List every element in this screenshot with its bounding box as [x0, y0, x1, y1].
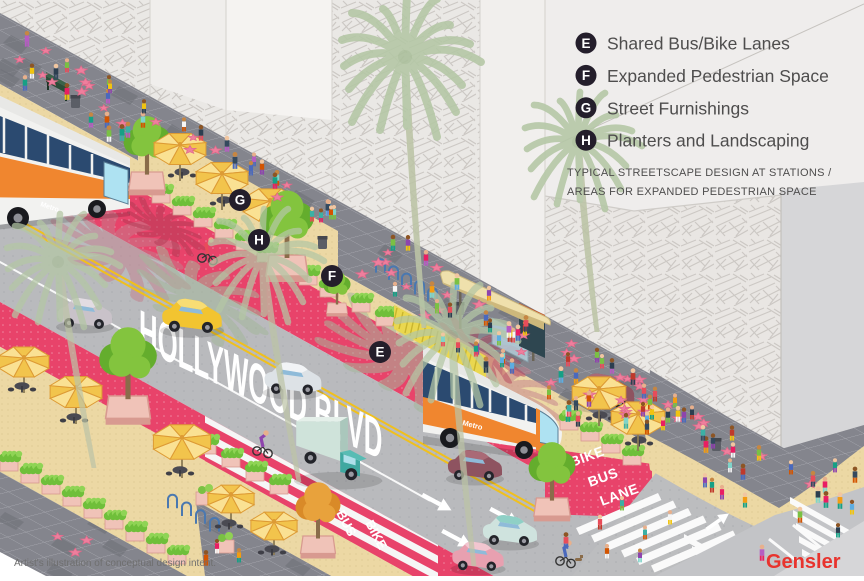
svg-text:H: H	[254, 233, 264, 248]
svg-text:TYPICAL STREETSCAPE DESIGN AT: TYPICAL STREETSCAPE DESIGN AT STATIONS /	[567, 167, 832, 179]
svg-text:Artist's illustration of conce: Artist's illustration of conceptual desi…	[14, 558, 216, 569]
svg-text:G: G	[581, 101, 592, 116]
svg-text:G: G	[235, 193, 246, 208]
svg-text:Street Furnishings: Street Furnishings	[607, 98, 749, 118]
svg-text:Planters and Landscaping: Planters and Landscaping	[607, 131, 809, 151]
svg-text:Shared Bus/Bike Lanes: Shared Bus/Bike Lanes	[607, 34, 790, 54]
svg-text:Gensler: Gensler	[766, 551, 841, 573]
svg-text:E: E	[581, 36, 590, 51]
svg-text:F: F	[582, 68, 590, 83]
svg-text:E: E	[375, 345, 384, 360]
svg-text:F: F	[328, 269, 336, 284]
svg-text:Expanded Pedestrian Space: Expanded Pedestrian Space	[607, 66, 829, 86]
svg-text:AREAS FOR EXPANDED PEDESTRIAN: AREAS FOR EXPANDED PEDESTRIAN SPACE	[567, 186, 817, 198]
svg-text:H: H	[581, 133, 591, 148]
